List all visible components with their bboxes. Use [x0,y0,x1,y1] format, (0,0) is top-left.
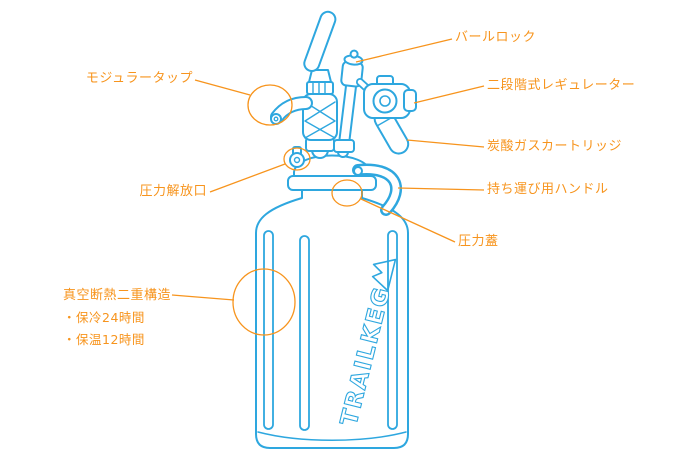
callout-overlays [171,38,485,336]
tap-lever [303,10,337,72]
leader-carry-handle [397,187,485,191]
label-vacuum-warm: ・保温12時間 [63,332,145,347]
label-carry-handle: 持ち運び用ハンドル [487,182,609,197]
label-modular-tap: モジュラータップ [85,71,193,86]
leader-regulator [413,85,485,104]
bottle-panel-line [299,235,310,431]
pressure-release-part [289,146,305,168]
bottle-panel-line [263,230,274,430]
mountain-icon [371,258,397,292]
label-regulator: 二段階式レギュレーター [487,78,636,93]
label-vacuum-title: 真空断熱二重構造 [63,288,172,303]
pressure-lid-part [287,146,402,216]
bottle-panel-line [387,230,398,430]
leader-vacuum [171,294,235,301]
bottle-body [255,187,409,449]
label-vacuum-cold: ・保冷24時間 [63,310,145,325]
callout-circle-lid [331,179,363,207]
label-pressure-lid: 圧力蓋 [458,234,499,249]
modular-tap-part [270,10,338,159]
carry-handle-part [352,163,402,216]
label-ball-lock: バールロック [455,30,537,45]
regulator-part [363,75,417,119]
leader-modular-tap [194,79,251,96]
label-vacuum-block: 真空断熱二重構造 ・保冷24時間 ・保温12時間 [63,288,171,347]
label-co2-cartridge: 炭酸ガスカートリッジ [487,139,623,154]
callout-circle-release [283,147,311,171]
gas-system [333,49,417,158]
leader-pressure-release [209,163,286,193]
leader-co2 [406,139,485,148]
leader-pressure-lid [360,198,456,243]
callout-circle-vacuum [232,268,296,336]
label-pressure-release: 圧力解放口 [139,184,207,199]
leader-ball-lock [355,38,453,63]
callout-circle-tap [247,84,293,126]
